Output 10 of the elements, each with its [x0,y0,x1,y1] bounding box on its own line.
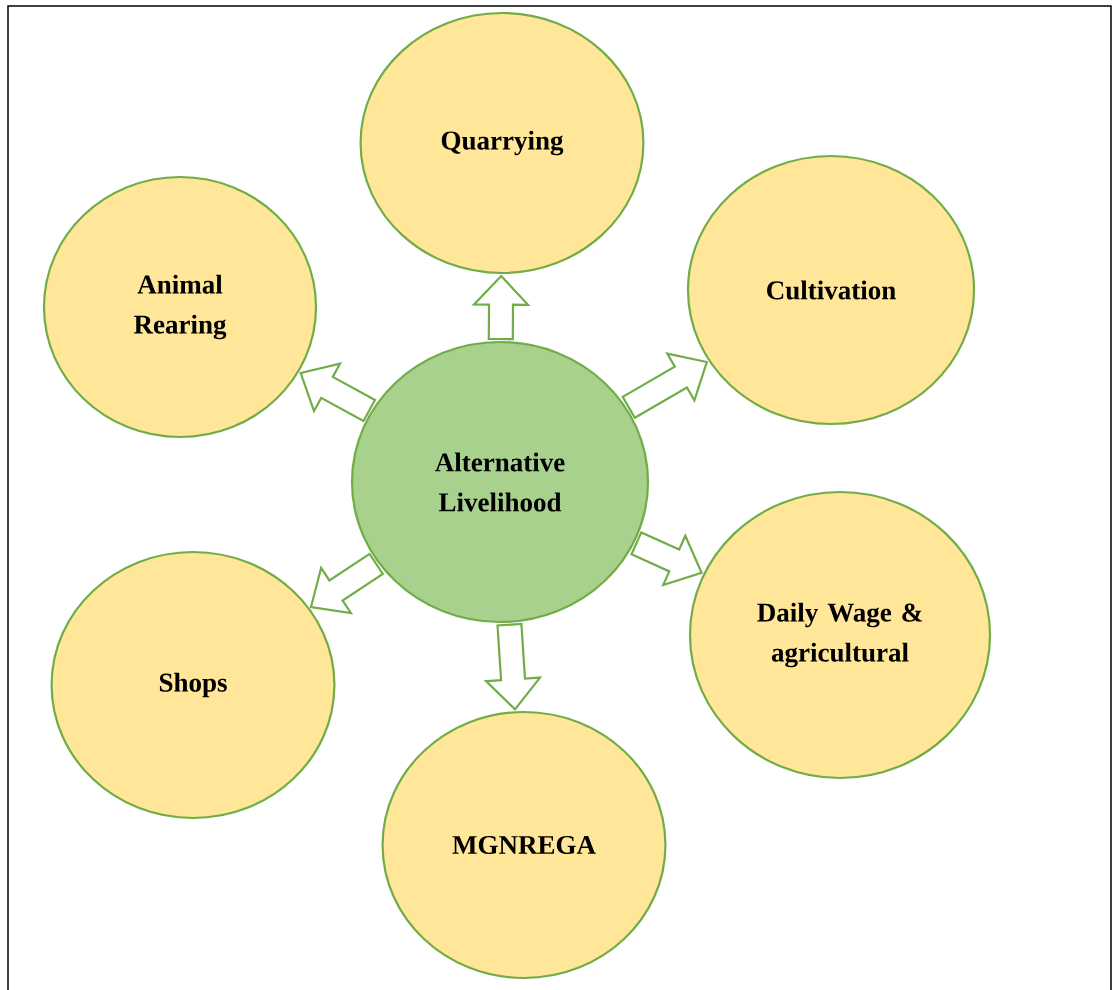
ellipse-node: Cultivation [686,154,976,426]
ellipse-node: Quarrying [359,11,645,275]
ellipse-node: Animal Rearing [42,175,318,439]
block-arrow [299,362,377,423]
block-arrow [483,622,543,711]
ellipse-node: Alternative Livelihood [350,340,650,624]
ellipse-node: Daily Wage & agricultural [688,490,992,780]
block-arrow [471,274,531,341]
ellipse-node: Shops [50,550,336,820]
ellipse-node: MGNREGA [381,710,667,980]
